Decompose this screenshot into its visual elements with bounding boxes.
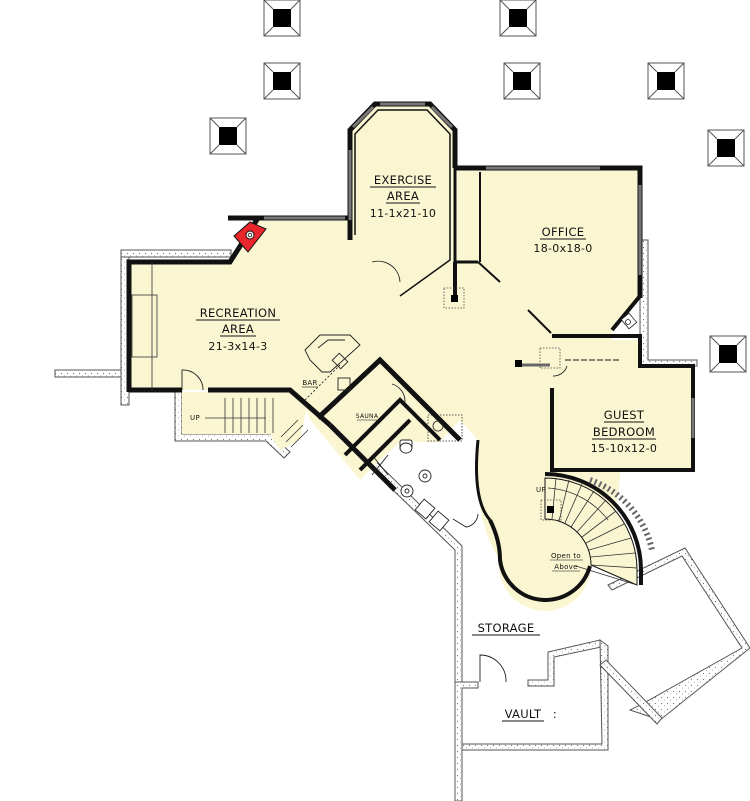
straight-stair-icon (205, 398, 309, 448)
room-dims-office: 18-0x18-0 (533, 242, 592, 255)
open-to-above-label-1: Open to (551, 552, 581, 560)
svg-text::: : (553, 707, 557, 721)
doors (181, 260, 568, 683)
room-name-vault: VAULT (505, 707, 542, 721)
water-heater-icon (400, 469, 432, 498)
sauna-label: SAUNA (356, 413, 379, 420)
room-name-storage: STORAGE (478, 621, 535, 635)
fireplace-icon (233, 221, 267, 253)
room-name-guest-2: BEDROOM (593, 425, 655, 439)
windows (264, 102, 695, 438)
room-dims-exercise: 11-1x21-10 (370, 207, 436, 220)
room-labels: RECREATION AREA 21-3x14-3 EXERCISE AREA … (196, 173, 657, 722)
bar-label: BAR (302, 379, 317, 387)
room-name-recreation-2: AREA (222, 322, 254, 336)
room-name-exercise-2: AREA (387, 189, 419, 203)
open-to-above-label-2: Above (554, 563, 577, 571)
sink-icon (427, 414, 463, 442)
room-name-office: OFFICE (542, 225, 585, 239)
small-labels: BAR SAUNA UP UP Open to Above (190, 379, 583, 572)
room-name-exercise: EXERCISE (374, 173, 432, 187)
spiral-stair-icon (540, 472, 655, 586)
bar-counter (304, 334, 361, 401)
room-name-recreation: RECREATION (200, 306, 277, 320)
door-posts (443, 287, 638, 369)
stair-up-label-spiral: UP (536, 486, 546, 494)
shower-icon (371, 454, 389, 476)
washer-dryer-icon (414, 498, 450, 532)
built-in-cabinet (131, 262, 158, 390)
room-dims-guest: 15-10x12-0 (591, 442, 657, 455)
room-name-guest: GUEST (604, 408, 645, 422)
toilet-icon (399, 439, 413, 454)
stair-up-label-left: UP (190, 414, 200, 422)
room-dims-recreation: 21-3x14-3 (208, 340, 267, 353)
